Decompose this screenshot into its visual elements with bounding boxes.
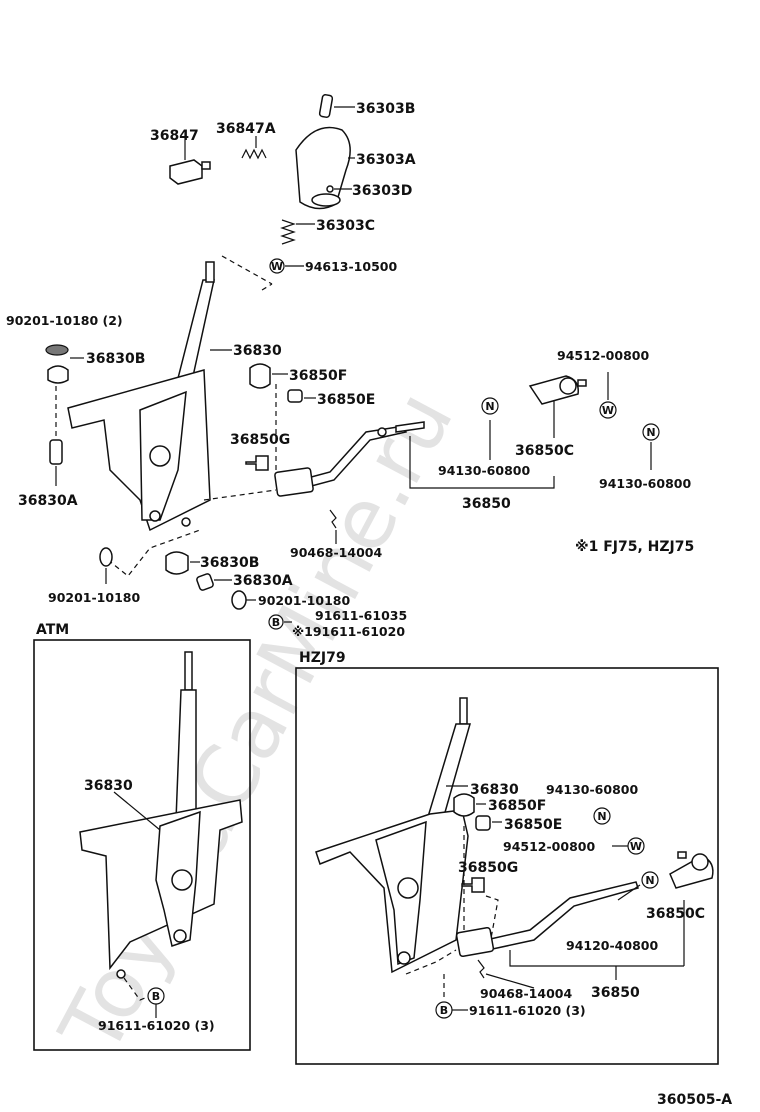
label-94613: 94613-10500	[305, 259, 397, 274]
hzj-title: HZJ79	[299, 650, 346, 666]
knob-assembly: W	[169, 94, 355, 274]
label-36830a-low: 36830A	[233, 573, 293, 589]
label-36830b-low: 36830B	[200, 555, 259, 571]
bolt-marker: B	[440, 1004, 448, 1017]
hzj79-lever: N N W B	[315, 697, 714, 1019]
hzj79-box	[295, 667, 719, 1065]
hzj-label-36850: 36850	[591, 985, 640, 1001]
hzj-label-36850f: 36850F	[488, 798, 546, 814]
washer-marker: W	[271, 260, 283, 273]
label-36303d: 36303D	[352, 183, 412, 199]
label-36847: 36847	[150, 128, 199, 144]
label-36830b: 36830B	[86, 351, 145, 367]
atm-lever: B	[79, 651, 243, 1018]
hzj-label-36850g: 36850G	[458, 860, 518, 876]
atm-label-91611: 91611-61020 (3)	[98, 1018, 215, 1033]
label-36850f: 36850F	[289, 368, 347, 384]
label-36850e: 36850E	[317, 392, 375, 408]
label-36847a: 36847A	[216, 121, 276, 137]
shift-lever-assembly	[45, 255, 273, 577]
label-94130-b: 94130-60800	[599, 476, 691, 491]
label-36303c: 36303C	[316, 218, 375, 234]
label-91611-61035: 91611-61035	[315, 608, 407, 623]
hzj-label-36850c: 36850C	[646, 906, 705, 922]
nut-marker: N	[645, 874, 654, 887]
label-90468: 90468-14004	[290, 545, 382, 560]
atm-box	[33, 639, 251, 1051]
hzj-label-90468: 90468-14004	[480, 986, 572, 1001]
label-90201-low-left: 90201-10180	[48, 590, 140, 605]
label-90201-low-right: 90201-10180	[258, 593, 350, 608]
label-36303a: 36303A	[356, 152, 416, 168]
label-36850: 36850	[462, 496, 511, 512]
watermark: ToyotaCarMine.ru	[41, 375, 473, 1070]
hzj-label-36850e: 36850E	[504, 817, 562, 833]
hzj-label-94130: 94130-60800	[546, 782, 638, 797]
control-rod: N W N	[203, 363, 660, 544]
label-36850c: 36850C	[515, 443, 574, 459]
hzj-label-94120: 94120-40800	[566, 938, 658, 953]
nut-marker: N	[646, 426, 655, 439]
label-36850g: 36850G	[230, 432, 290, 448]
nut-marker: N	[485, 400, 494, 413]
bolt-marker: B	[152, 990, 160, 1003]
lower-bushings: B	[99, 547, 292, 630]
label-94130-a: 94130-60800	[438, 463, 530, 478]
hzj-label-36830: 36830	[470, 782, 519, 798]
bolt-marker: B	[272, 616, 280, 629]
note-fj75: ※1 FJ75, HZJ75	[575, 539, 694, 555]
label-36303b: 36303B	[356, 101, 415, 117]
label-94512: 94512-00800	[557, 348, 649, 363]
washer-marker: W	[630, 840, 642, 853]
nut-marker: N	[597, 810, 606, 823]
label-90201-2: 90201-10180 (2)	[6, 313, 123, 328]
atm-title: ATM	[36, 622, 69, 638]
hzj-label-94512: 94512-00800	[503, 839, 595, 854]
hzj-label-91611: 91611-61020 (3)	[469, 1003, 586, 1018]
atm-label-36830: 36830	[84, 778, 133, 794]
figure-id: 360505-A	[657, 1092, 732, 1108]
label-191611: ※191611-61020	[292, 624, 405, 639]
washer-marker: W	[602, 404, 614, 417]
label-36830: 36830	[233, 343, 282, 359]
label-36830a: 36830A	[18, 493, 78, 509]
